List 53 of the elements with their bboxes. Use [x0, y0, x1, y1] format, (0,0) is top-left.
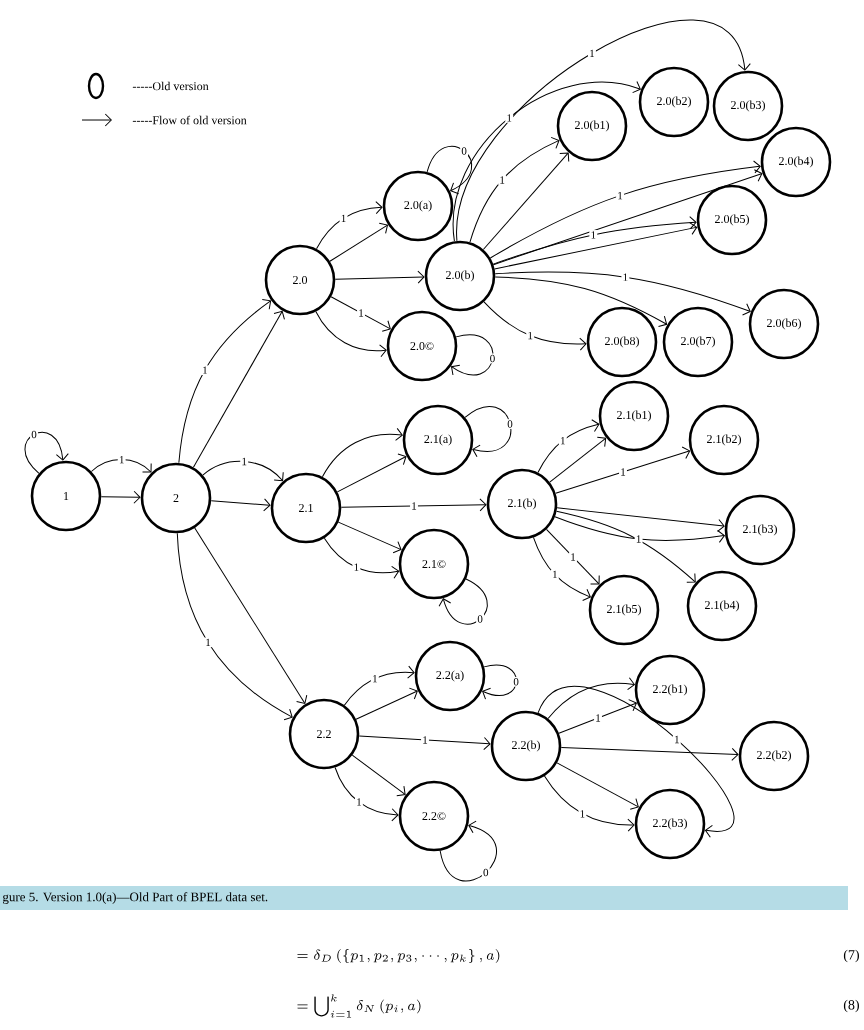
arrow [210, 498, 271, 512]
arrow [176, 532, 293, 721]
arrow [351, 754, 406, 797]
arrow [482, 664, 517, 700]
arrow [554, 516, 725, 543]
arrow [316, 201, 383, 250]
arrow [560, 746, 739, 761]
arrow [464, 406, 512, 458]
arrow [494, 276, 668, 328]
arrow [556, 510, 696, 583]
arrow [556, 507, 725, 532]
arrow [323, 537, 400, 579]
arrow [334, 270, 425, 284]
equation: $=\bigcup_{i=1}^{k}\delta_N\left(p_i,a\right)$ [297, 994, 421, 1018]
arrow [90, 458, 152, 473]
arrow [494, 271, 751, 316]
arrow [482, 152, 570, 250]
arrow [336, 453, 407, 493]
arrow [452, 80, 641, 242]
arrow [194, 527, 308, 704]
arrow [343, 665, 415, 706]
arrow [178, 298, 272, 464]
arrow [451, 334, 494, 376]
arrow [100, 490, 141, 504]
arrow [355, 687, 418, 720]
arrow [547, 677, 635, 719]
arrow [532, 536, 591, 601]
arrow [558, 699, 637, 734]
arrow [549, 436, 607, 483]
arrow [545, 528, 600, 585]
arrow [456, 19, 751, 242]
arrow [321, 427, 403, 478]
arrow [439, 820, 497, 882]
arrow [24, 432, 69, 474]
arrow [555, 446, 691, 494]
arrow [330, 296, 391, 332]
equation: $=\delta_D\left(\left\{p_1,p_2,p_3,\cdots,p_k\right\},a\right)$ [297, 949, 500, 963]
arrow [340, 498, 487, 512]
arrow [483, 301, 587, 351]
arrow [469, 136, 560, 243]
arrow [202, 460, 284, 482]
arrow [337, 521, 402, 554]
arrow [537, 686, 735, 838]
arrow [358, 735, 491, 750]
arrow [426, 145, 472, 195]
arrow [334, 767, 399, 822]
arrow [537, 419, 600, 473]
arrow [543, 775, 635, 832]
arrow [315, 311, 387, 358]
arrow [192, 310, 285, 468]
arrow [329, 222, 388, 262]
arrow [438, 578, 488, 625]
arrow [556, 762, 639, 810]
